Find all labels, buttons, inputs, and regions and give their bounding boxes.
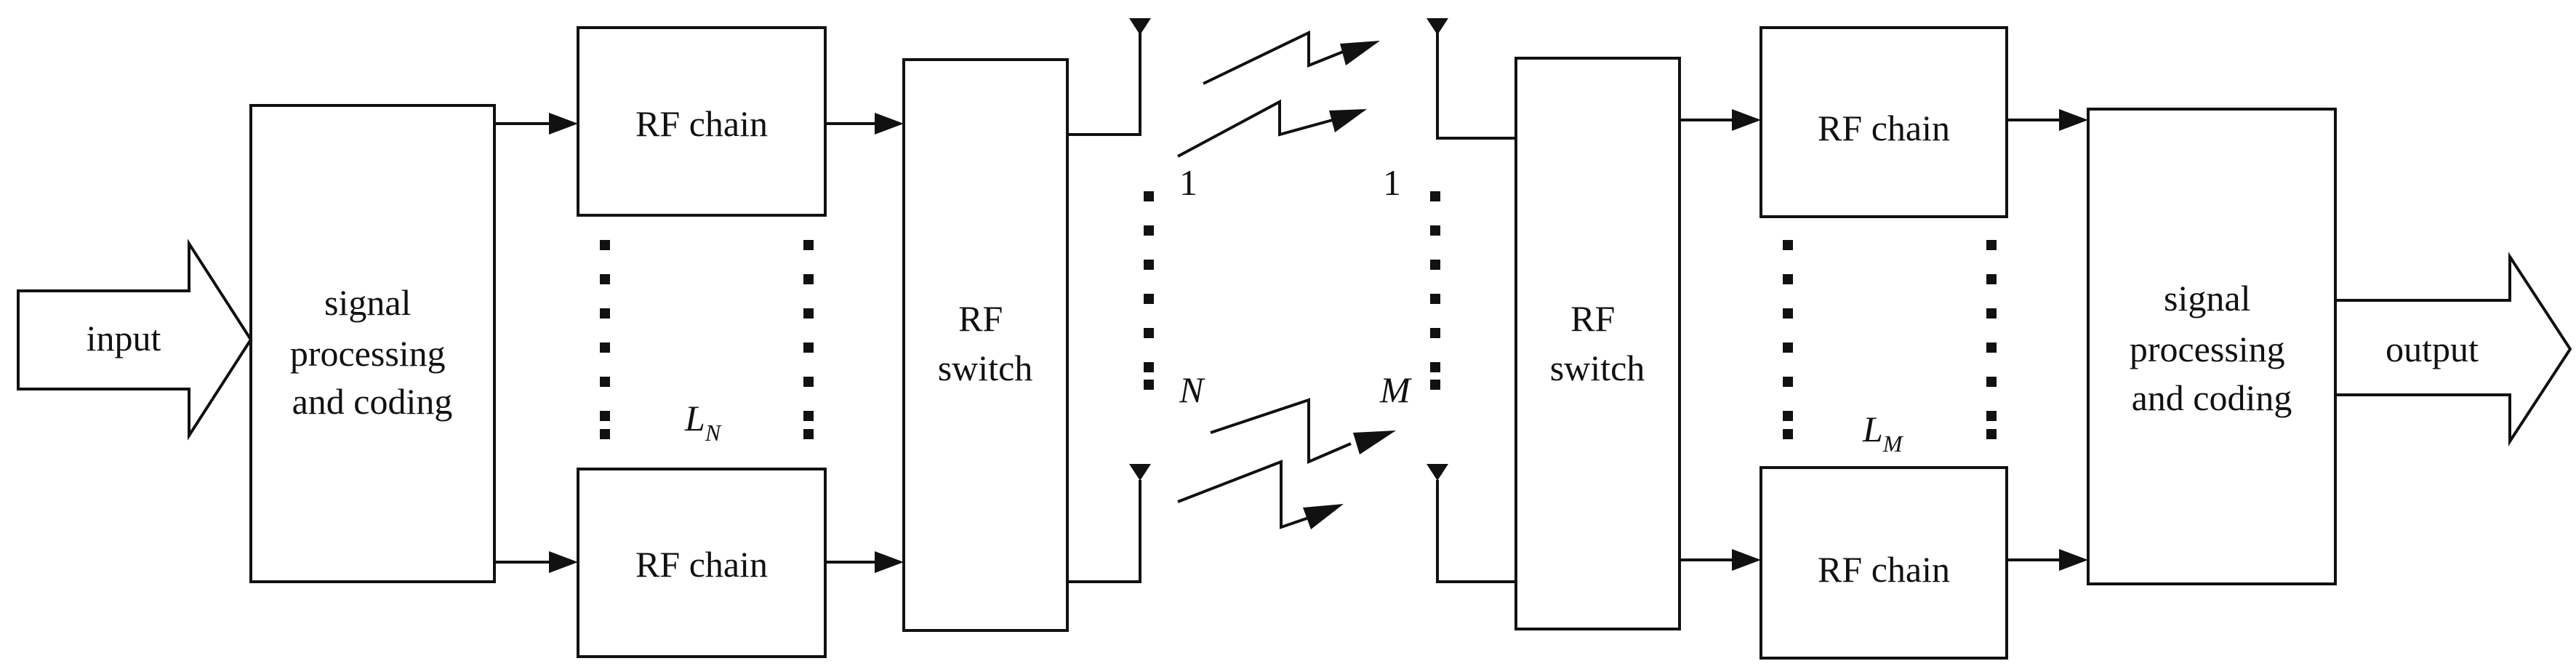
arrowhead-tx-proc-to-chain-top	[549, 113, 578, 135]
tx-rf-chain-top-label: RF chain	[635, 103, 768, 144]
rx-chain-count-label: LM	[1862, 409, 1904, 457]
input-arrow	[17, 239, 253, 441]
rx-antenna-1-feed	[1436, 33, 1516, 140]
arrowhead-rx-chain-top-to-proc	[2059, 109, 2088, 131]
rx-rf-switch-label: RF switch	[1550, 298, 1645, 388]
tx-signal-processing-label: signal processing and coding	[290, 282, 454, 422]
channel-arrowhead-top-2	[1329, 109, 1367, 132]
tx-antenna-first-label: 1	[1179, 162, 1197, 203]
rx-antenna-first-label: 1	[1383, 162, 1401, 203]
tx-rf-switch-box	[902, 58, 1069, 632]
input-label: input	[87, 318, 161, 358]
rx-rf-chain-bottom-box	[1760, 466, 2008, 660]
rx-antenna-dots	[1430, 191, 1440, 390]
tx-antenna-n-icon	[1129, 464, 1151, 481]
rx-rf-chain-top-box	[1760, 26, 2008, 218]
tx-chain-count-label: LN	[684, 398, 722, 446]
tx-antenna-1-icon	[1129, 18, 1151, 35]
rx-rf-switch-box	[1514, 57, 1681, 630]
rx-chain-dots-right	[1986, 240, 1997, 439]
tx-antenna-last-label: N	[1179, 369, 1205, 410]
rx-antenna-m-icon	[1427, 464, 1448, 481]
tx-rf-switch-label: RF switch	[938, 298, 1033, 388]
tx-signal-processing-box	[249, 104, 496, 583]
tx-rf-chain-bottom-box	[577, 468, 827, 658]
channel-arrowhead-bottom-2	[1303, 504, 1344, 529]
tx-antenna-n-feed	[1067, 480, 1141, 583]
tx-chain-dots-left	[600, 240, 610, 439]
tx-antenna-dots	[1144, 191, 1154, 390]
rx-antenna-m-feed	[1436, 480, 1516, 583]
tx-rf-chain-top-box	[577, 26, 827, 217]
rx-antenna-1-icon	[1427, 18, 1448, 35]
channel-link-top-2	[1177, 99, 1333, 158]
tx-antenna-1-feed	[1067, 33, 1141, 136]
channel-arrowhead-top-1	[1340, 41, 1380, 65]
channel-link-bottom-2	[1177, 460, 1309, 529]
channel-link-top-1	[1203, 30, 1346, 85]
output-arrow	[2334, 252, 2572, 446]
tx-rf-chain-bottom-label: RF chain	[635, 544, 768, 585]
rx-chain-dots-left	[1783, 240, 1793, 439]
arrowhead-rx-chain-bottom-to-proc	[2059, 549, 2088, 571]
arrowhead-tx-chain-top-to-switch	[875, 113, 904, 135]
arrowhead-rx-switch-to-chain-top	[1732, 109, 1761, 131]
arrowhead-tx-proc-to-chain-bottom	[549, 551, 578, 573]
arrowhead-rx-switch-to-chain-bottom	[1732, 549, 1761, 571]
rx-rf-chain-top-label: RF chain	[1818, 108, 1950, 148]
rx-signal-processing-label: signal processing and coding	[2130, 278, 2294, 418]
rx-antenna-last-label: M	[1379, 369, 1412, 410]
arrowhead-tx-chain-bottom-to-switch	[875, 551, 904, 573]
rx-signal-processing-box	[2087, 108, 2337, 585]
channel-arrowhead-bottom-1	[1353, 430, 1396, 454]
channel-link-bottom-1	[1210, 398, 1352, 465]
output-label: output	[2386, 329, 2479, 369]
tx-chain-dots-right	[803, 240, 814, 439]
rx-rf-chain-bottom-label: RF chain	[1818, 549, 1950, 590]
